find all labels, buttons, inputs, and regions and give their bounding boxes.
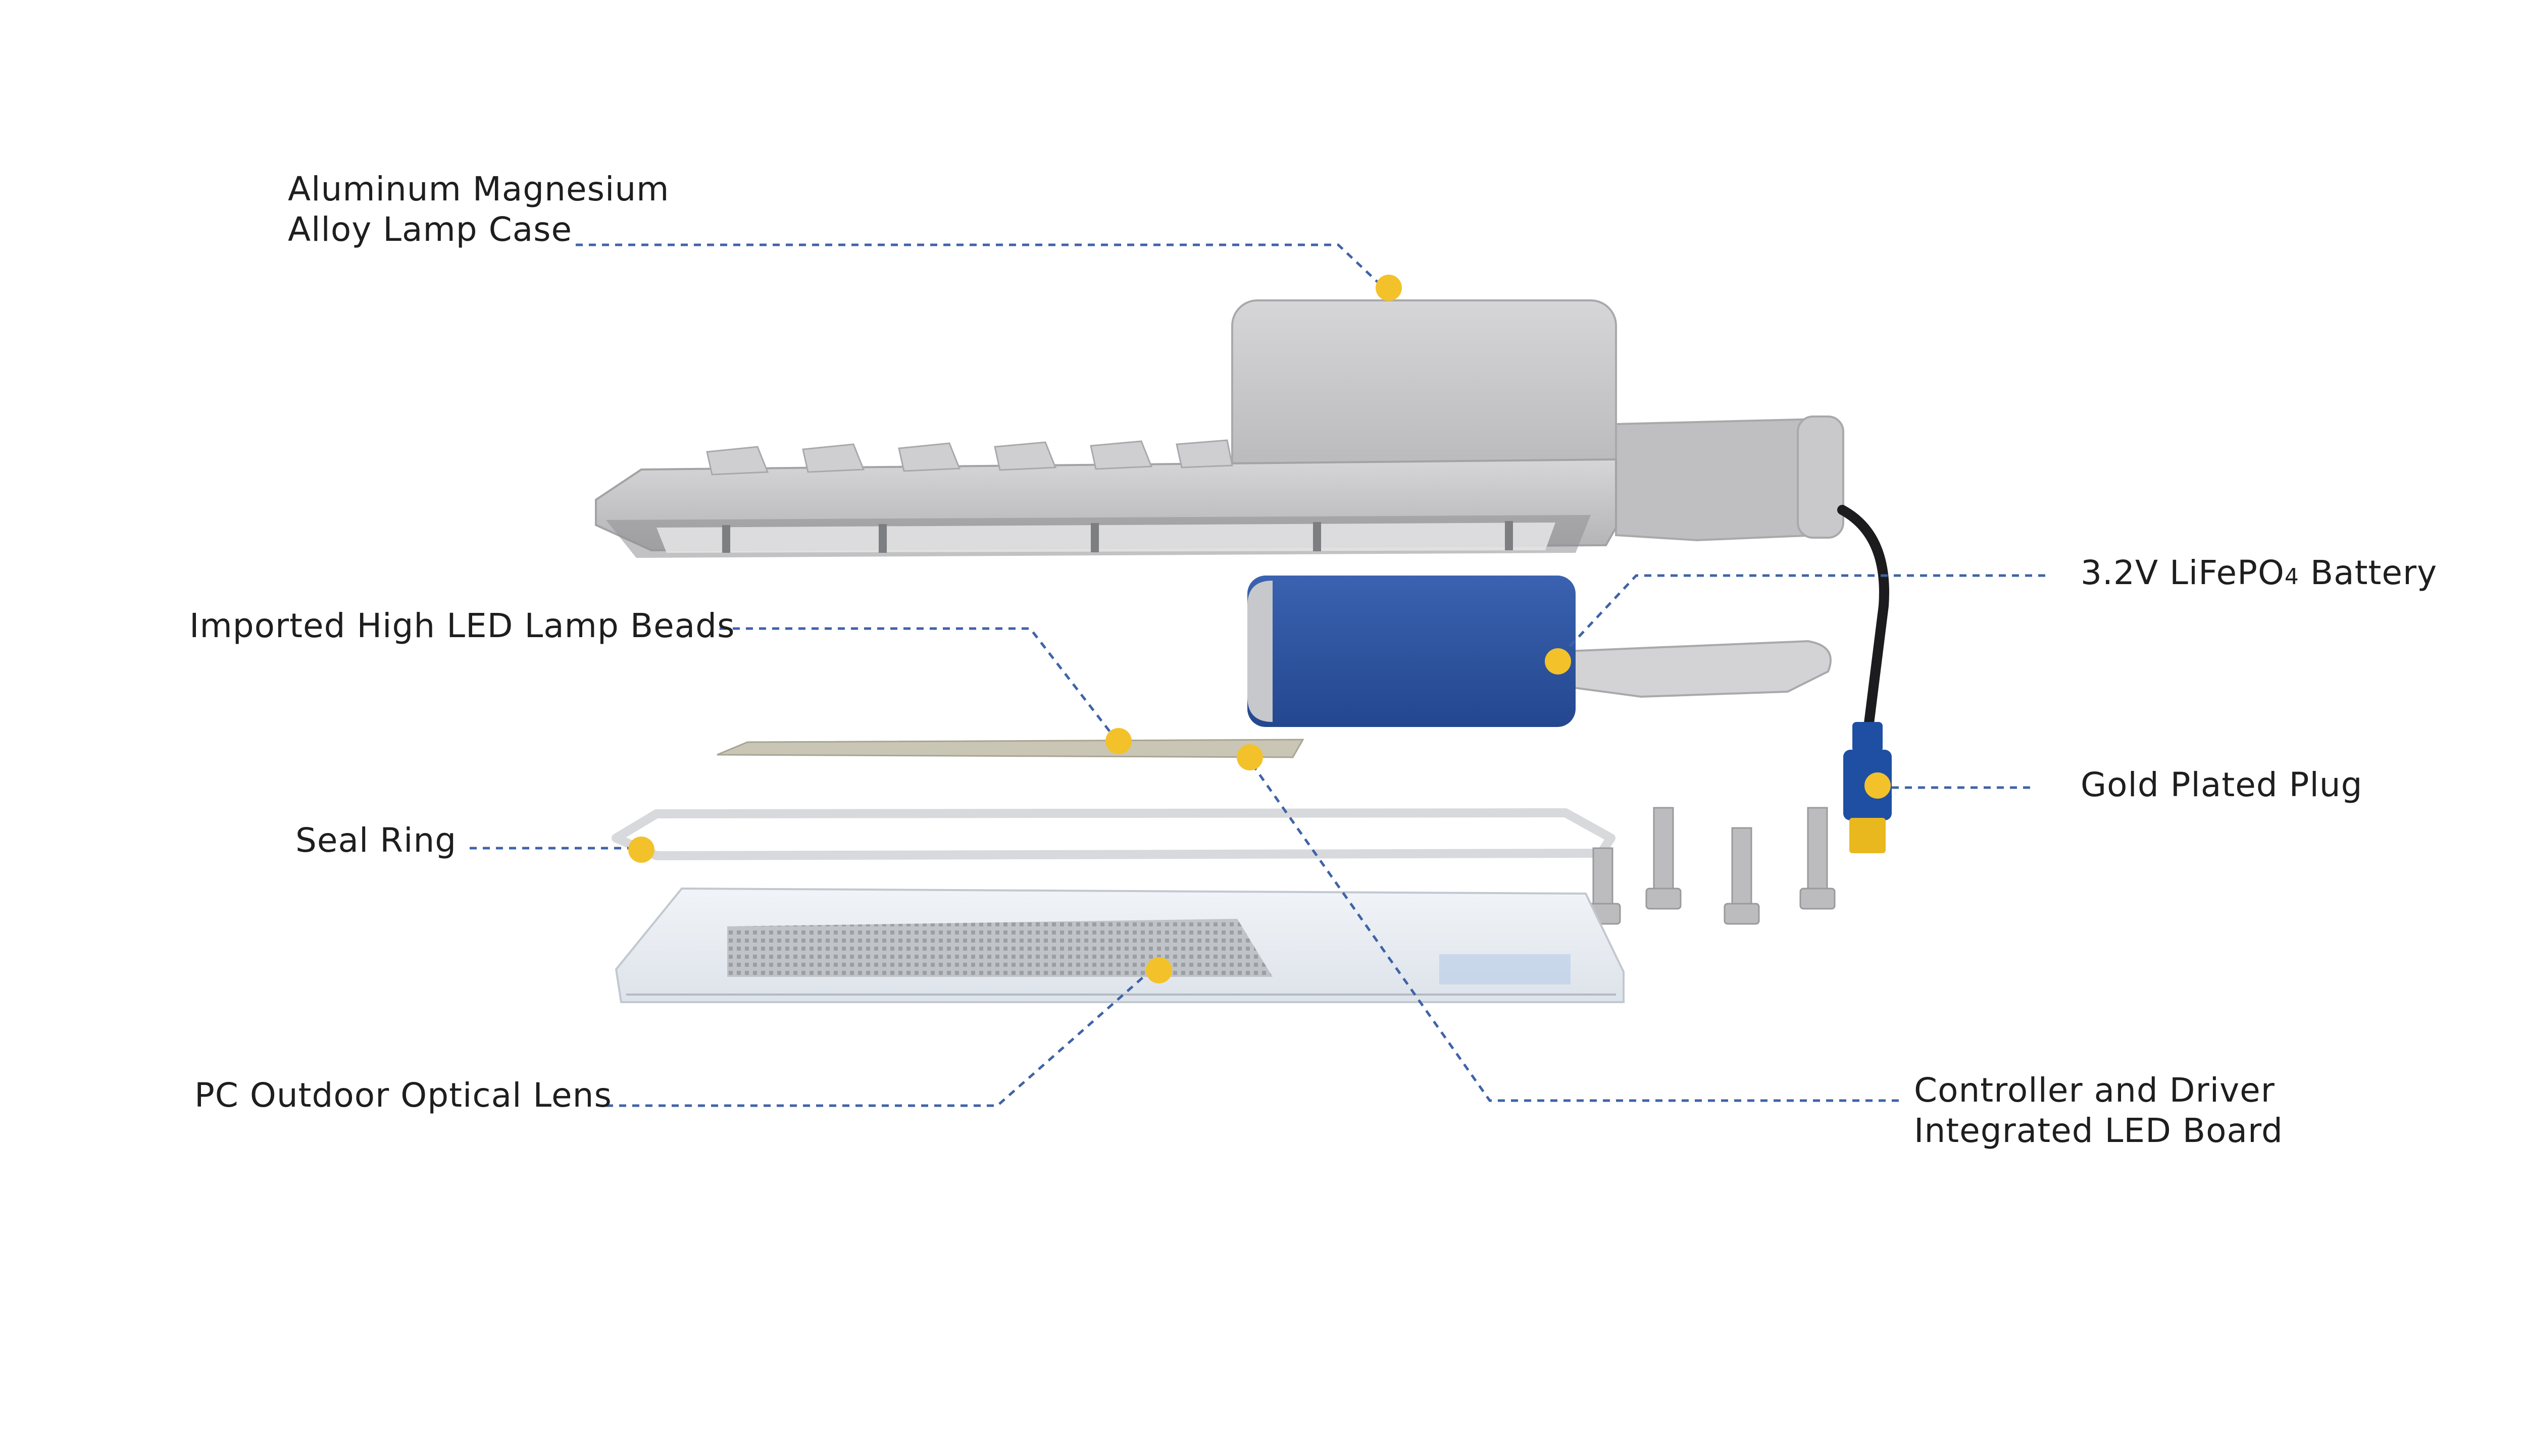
label-lamp-case: Aluminum Magnesium Alloy Lamp Case xyxy=(288,169,669,250)
label-plug: Gold Plated Plug xyxy=(2081,765,2363,805)
lamp-case xyxy=(595,299,1844,558)
led-board xyxy=(717,739,1304,758)
optical-lens xyxy=(615,887,1625,1003)
label-plug-text: Gold Plated Plug xyxy=(2081,765,2363,804)
label-lamp-case-line1: Aluminum Magnesium xyxy=(288,170,670,209)
label-led-board: Controller and Driver Integrated LED Boa… xyxy=(1914,1070,2283,1151)
marker-dots xyxy=(628,275,1891,983)
battery-pack xyxy=(1247,576,1832,727)
leader-beads xyxy=(720,627,1117,741)
label-lamp-case-line2: Alloy Lamp Case xyxy=(288,210,573,249)
label-battery-main: 3.2V LiFePO xyxy=(2081,553,2285,592)
label-led-board-line1: Controller and Driver xyxy=(1914,1071,2275,1110)
screws xyxy=(1585,807,1836,925)
label-led-board-line2: Integrated LED Board xyxy=(1914,1111,2283,1150)
marker-seal xyxy=(628,837,654,863)
label-led-beads-text: Imported High LED Lamp Beads xyxy=(189,606,735,645)
label-optical-lens: PC Outdoor Optical Lens xyxy=(194,1075,612,1116)
leader-board xyxy=(1246,756,1899,1102)
marker-beads xyxy=(1105,728,1132,754)
marker-case xyxy=(1376,275,1402,301)
leader-lines xyxy=(470,243,2045,1107)
label-seal-ring-text: Seal Ring xyxy=(295,821,457,860)
label-battery-text: 3.2V LiFePO4 Battery xyxy=(2081,553,2437,597)
leader-battery xyxy=(1559,574,2045,657)
label-battery: 3.2V LiFePO4 Battery xyxy=(2081,553,2437,597)
label-seal-ring: Seal Ring xyxy=(295,820,457,861)
label-battery-tail: Battery xyxy=(2299,553,2438,592)
marker-battery xyxy=(1545,648,1571,674)
label-optical-lens-text: PC Outdoor Optical Lens xyxy=(194,1076,612,1115)
seal-ring xyxy=(612,808,1615,860)
marker-plug xyxy=(1864,772,1891,799)
label-led-beads: Imported High LED Lamp Beads xyxy=(189,606,735,646)
marker-board xyxy=(1237,744,1263,770)
label-battery-subscript: 4 xyxy=(2284,564,2299,590)
cable-and-plug xyxy=(1837,505,1892,853)
marker-lens xyxy=(1146,957,1172,983)
leader-case xyxy=(576,243,1385,289)
